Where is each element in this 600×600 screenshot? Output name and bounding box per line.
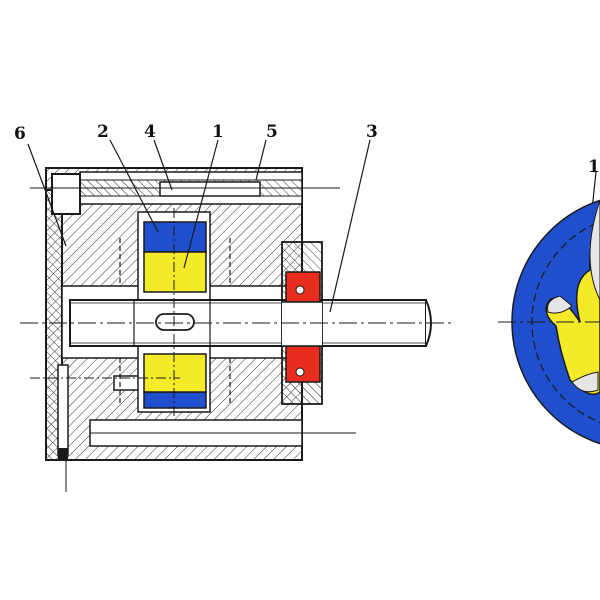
seal-assembly xyxy=(281,241,323,405)
label-part-3: 3 xyxy=(366,122,378,142)
label-part-5: 5 xyxy=(266,122,278,142)
center-lines xyxy=(20,187,452,492)
label-part-6: 6 xyxy=(14,124,26,144)
outer-rotor-section xyxy=(143,221,207,409)
label-part-4: 4 xyxy=(144,122,156,142)
label-part-1: 1 xyxy=(212,122,224,142)
inner-rotor-section xyxy=(143,251,207,393)
transverse-section xyxy=(498,199,600,445)
label-part-1-transverse: 1 xyxy=(588,157,600,177)
label-part-2: 2 xyxy=(97,122,109,142)
